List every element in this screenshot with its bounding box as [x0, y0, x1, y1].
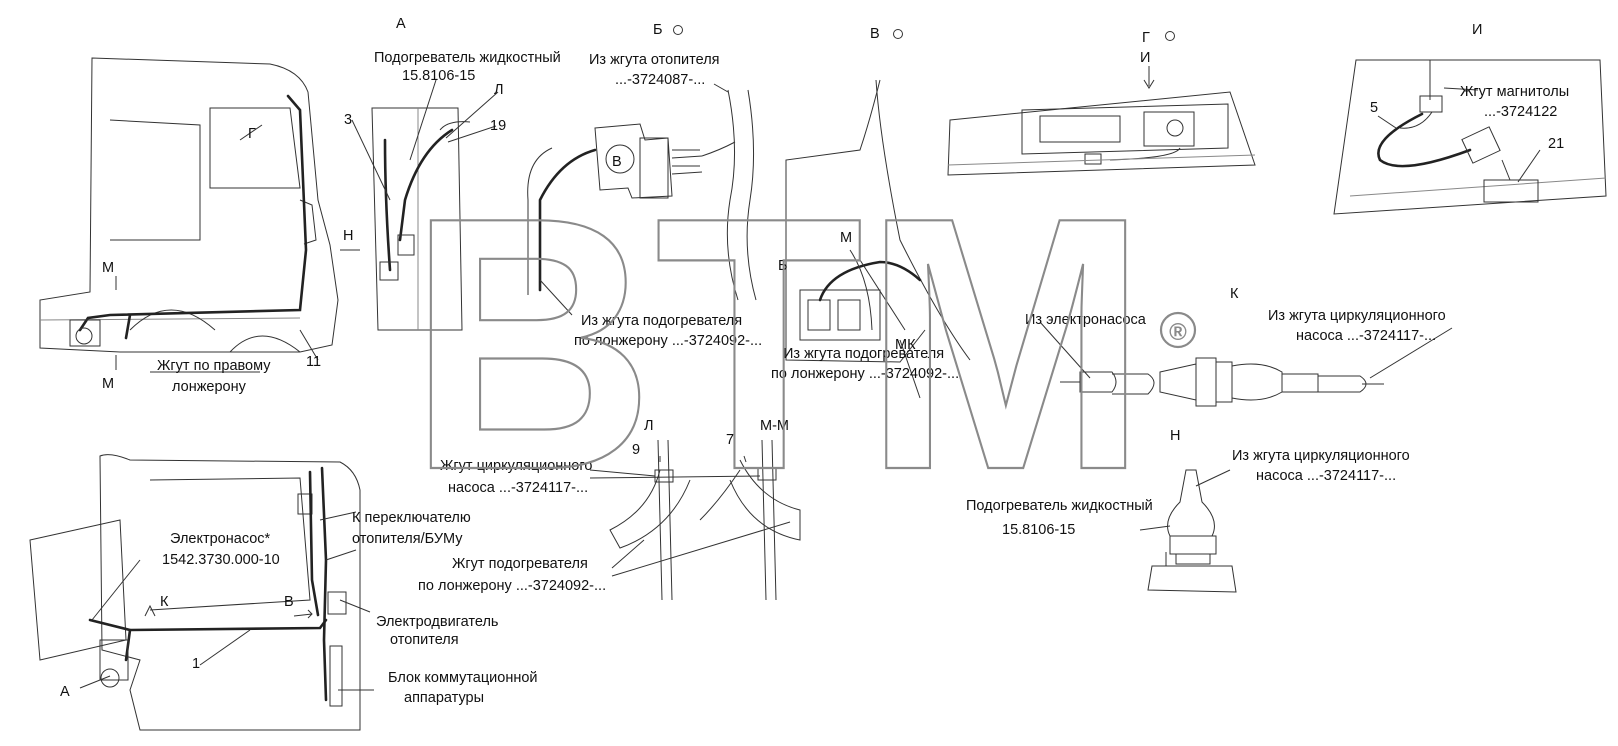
marker-m-bottom: М [102, 376, 114, 392]
label-from-circ-pump-k-1: Из жгута циркуляционного [1268, 308, 1446, 324]
registered-mark: ® [1169, 319, 1187, 346]
marker-g-cab: Г [248, 126, 256, 142]
view-v-drawing [785, 29, 971, 399]
label-right-spar-harness-1: Жгут по правому [157, 358, 271, 374]
label-motor-1: Электродвигатель [376, 614, 498, 630]
connector-letter: B [612, 154, 622, 170]
label-to-switch-2: отопителя/БУМу [352, 531, 463, 547]
marker-i: И [1140, 50, 1150, 66]
label-motor-2: отопителя [390, 632, 459, 648]
view-k-title: К [1230, 286, 1239, 302]
label-heater-a-2: 15.8106-15 [402, 68, 475, 84]
marker-l: Л [494, 82, 504, 98]
label-circ-pump-harness-1: Жгут циркуляционного [440, 458, 592, 474]
marker-k: К [160, 594, 169, 610]
view-l-mm-drawing [589, 439, 801, 601]
pos-3: 3 [344, 112, 352, 128]
marker-b-v: Б [778, 258, 788, 274]
view-i-title: И [1472, 22, 1482, 38]
label-electro-pump-2: 1542.3730.000-10 [162, 552, 280, 568]
label-from-circ-pump-n-2: насоса ...-3724117-... [1256, 468, 1396, 484]
label-heater-n-1: Подогреватель жидкостный [966, 498, 1153, 514]
label-radio-harness-2: ...-3724122 [1484, 104, 1557, 120]
view-g-title: Г [1142, 30, 1150, 46]
label-from-preheater-spar-v-1: Из жгута подогревателя [783, 346, 944, 362]
label-from-preheater-spar-1: Из жгута подогревателя [581, 313, 742, 329]
label-from-preheater-spar-2: по лонжерону ...-3724092-... [574, 333, 762, 349]
label-right-spar-harness-2: лонжерону [172, 379, 247, 395]
view-a-drawing [351, 79, 499, 331]
view-b-title: Б [653, 22, 663, 38]
label-electro-pump-1: Электронасос* [170, 531, 271, 547]
label-switch-block-1: Блок коммутационной [388, 670, 538, 686]
registered-mark-circle [1159, 311, 1197, 349]
view-k-drawing [1039, 321, 1453, 407]
cab-rear-view [29, 454, 374, 731]
pos-21: 21 [1548, 136, 1564, 152]
pos-9: 9 [632, 442, 640, 458]
label-from-circ-pump-n-1: Из жгута циркуляционного [1232, 448, 1410, 464]
label-from-heater-harness-1: Из жгута отопителя [589, 52, 720, 68]
view-a-title: А [396, 16, 406, 32]
label-radio-harness-1: Жгут магнитолы [1460, 84, 1569, 100]
pos-7: 7 [726, 432, 734, 448]
marker-a: А [60, 684, 70, 700]
cab-side-view [39, 57, 360, 373]
view-b-drawing [527, 25, 757, 316]
label-from-pump-k: Из электронасоса [1025, 312, 1147, 328]
view-g-drawing [947, 31, 1256, 176]
view-n-title: Н [1170, 428, 1180, 444]
pos-5: 5 [1370, 100, 1378, 116]
view-mm-title: М-М [760, 418, 789, 434]
label-heater-n-2: 15.8106-15 [1002, 522, 1075, 538]
pos-19: 19 [490, 118, 506, 134]
marker-m-v: М [840, 230, 852, 246]
view-l-title: Л [644, 418, 654, 434]
label-from-heater-harness-2: ...-3724087-... [615, 72, 705, 88]
label-heater-a-1: Подогреватель жидкостный [374, 50, 561, 66]
view-n-drawing [1139, 469, 1237, 593]
watermark-text: BTM [408, 143, 1148, 545]
pos-11: 11 [306, 354, 321, 370]
marker-v: В [284, 594, 294, 610]
label-preheater-harness-1: Жгут подогревателя [452, 556, 588, 572]
view-v-title: В [870, 26, 880, 42]
marker-n-cab: Н [343, 228, 353, 244]
label-preheater-harness-2: по лонжерону ...-3724092-... [418, 578, 606, 594]
label-from-preheater-spar-v-2: по лонжерону ...-3724092-... [771, 366, 959, 382]
label-switch-block-2: аппаратуры [404, 690, 484, 706]
marker-mk: МК [895, 337, 916, 353]
label-to-switch-1: К переключателю [352, 510, 471, 526]
label-circ-pump-harness-2: насоса ...-3724117-... [448, 480, 588, 496]
pos-1: 1 [192, 656, 200, 672]
marker-m-top: М [102, 260, 114, 276]
btm-watermark: BTM ® [407, 142, 1197, 546]
view-i-drawing [1333, 59, 1607, 215]
label-from-circ-pump-k-2: насоса ...-3724117-... [1296, 328, 1436, 344]
